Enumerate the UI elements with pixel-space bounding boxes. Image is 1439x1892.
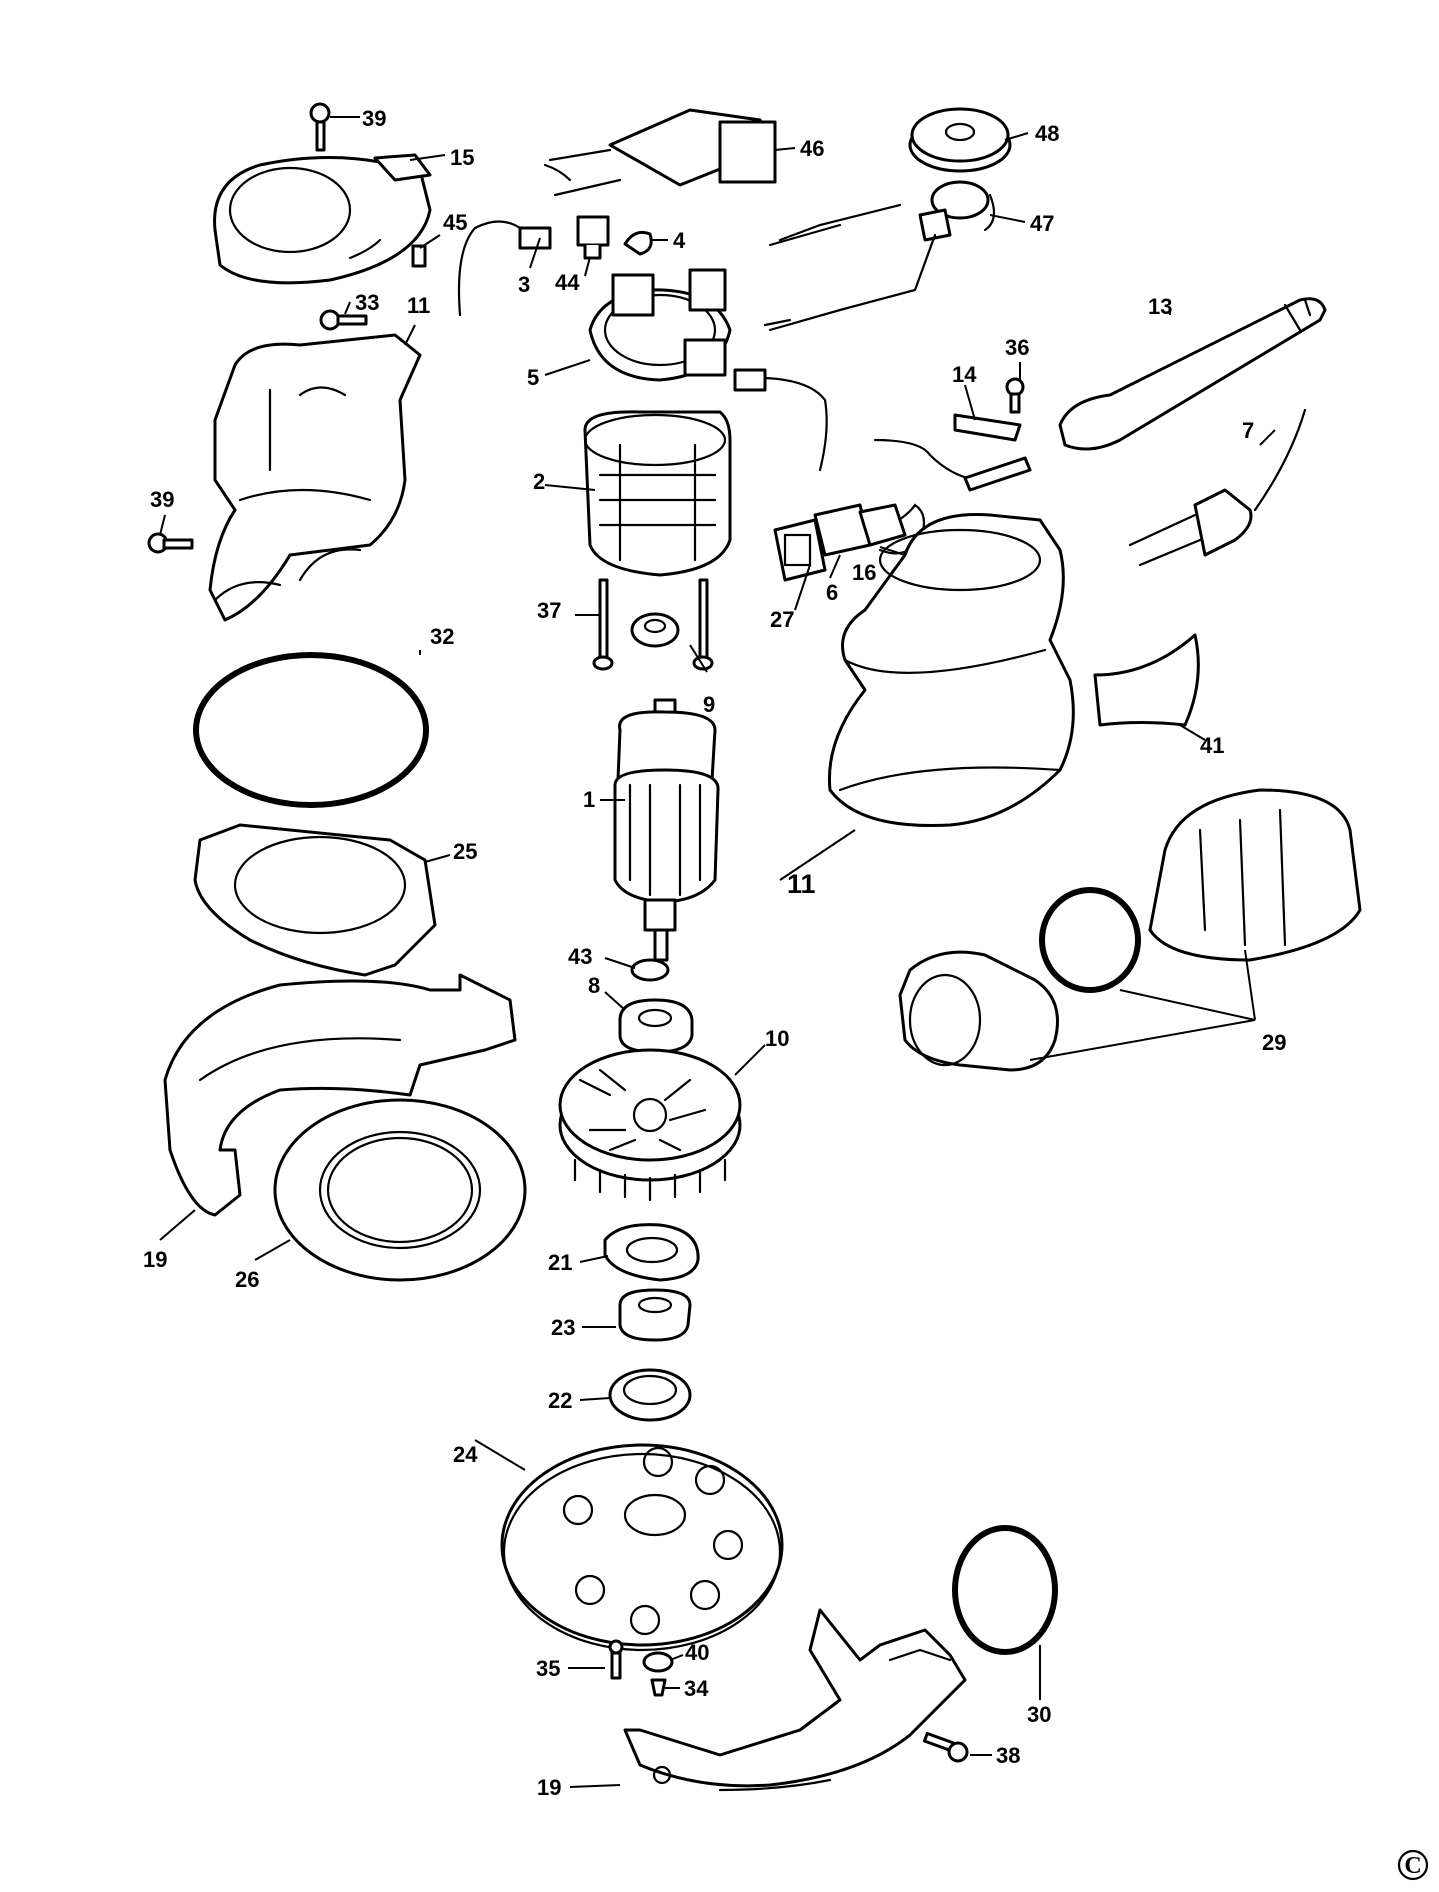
- callout-47: 47: [1030, 211, 1054, 236]
- callout-37: 37: [537, 598, 561, 623]
- copyright-mark: C: [1397, 1849, 1429, 1881]
- callout-39-top: 39: [362, 106, 386, 131]
- part-switch-assembly-47: [763, 180, 996, 332]
- part-field-stator-2: [583, 410, 732, 577]
- part-fan-10: [558, 1048, 742, 1202]
- callout-6: 6: [826, 580, 838, 605]
- part-retainer-22: [608, 1368, 692, 1422]
- part-top-cap-15: [213, 153, 432, 285]
- part-housing-11-upper: [208, 333, 422, 622]
- callout-13: 13: [1148, 294, 1172, 319]
- callout-39-left: 39: [150, 487, 174, 512]
- part-cord-clamp-14: [953, 413, 1022, 442]
- callout-8: 8: [588, 973, 600, 998]
- callout-14: 14: [952, 362, 977, 387]
- callout-23: 23: [551, 1315, 575, 1340]
- callout-40: 40: [685, 1640, 709, 1665]
- callout-5: 5: [527, 365, 539, 390]
- callout-11-lower: 11: [787, 869, 816, 899]
- callout-27: 27: [770, 607, 794, 632]
- part-o-ring-32: [193, 652, 429, 808]
- leader-lines: [159, 116, 1276, 1788]
- part-clip-4: [623, 230, 653, 256]
- part-housing-11-lower: [827, 513, 1075, 828]
- callout-33: 33: [355, 290, 379, 315]
- part-clip-44: [576, 215, 610, 260]
- part-screw-39-left: [147, 532, 194, 554]
- part-shroud-19-upper: [163, 973, 517, 1217]
- callout-46: 46: [800, 136, 824, 161]
- part-screw-36: [1005, 377, 1025, 414]
- part-bearing-9: [630, 612, 680, 648]
- callout-45: 45: [443, 210, 467, 235]
- part-label-41: [1093, 633, 1200, 727]
- part-circuit-board-46: [543, 108, 777, 197]
- callout-38: 38: [996, 1743, 1020, 1768]
- callout-30: 30: [1027, 1702, 1051, 1727]
- callout-34: 34: [684, 1676, 709, 1701]
- copyright-letter: C: [1404, 1853, 1421, 1879]
- callout-10: 10: [765, 1026, 789, 1051]
- callout-22: 22: [548, 1388, 572, 1413]
- part-wire-harness: [873, 438, 1032, 492]
- part-brush-holder-5: [588, 268, 732, 382]
- callout-labels: 39 15 45 3 44 4 46 48 47 33 11 5 13 36 1…: [143, 106, 1286, 1800]
- callout-4: 4: [673, 228, 686, 253]
- callout-32: 32: [430, 624, 454, 649]
- part-dust-port-29: [898, 788, 1362, 1072]
- part-cord-guard-13: [1058, 297, 1327, 451]
- part-screw-38: [922, 1731, 969, 1763]
- callout-9: 9: [703, 692, 715, 717]
- callout-44: 44: [555, 270, 580, 295]
- callout-11-upper: 11: [407, 293, 430, 318]
- callout-29: 29: [1262, 1030, 1286, 1055]
- part-pin-45: [411, 244, 427, 268]
- part-screw-39-top: [309, 102, 331, 152]
- part-flange-21: [603, 1223, 700, 1282]
- part-brush-right: [733, 368, 828, 472]
- callout-16: 16: [852, 560, 876, 585]
- callout-2: 2: [533, 469, 545, 494]
- part-seal-ring-26: [273, 1098, 527, 1282]
- part-o-ring-30: [952, 1525, 1058, 1655]
- part-screw-34: [650, 1678, 667, 1697]
- part-bearing-8: [618, 998, 694, 1054]
- part-power-plug-7: [1128, 408, 1307, 567]
- part-screw-33: [319, 309, 368, 331]
- callout-15: 15: [450, 145, 474, 170]
- part-bearing-23: [618, 1288, 692, 1342]
- callout-7: 7: [1242, 418, 1254, 443]
- callout-21: 21: [548, 1250, 572, 1275]
- callout-24: 24: [453, 1442, 478, 1467]
- callout-3: 3: [518, 272, 530, 297]
- callout-19-upper: 19: [143, 1247, 167, 1272]
- callout-41: 41: [1200, 733, 1224, 758]
- part-brush-3: [457, 220, 552, 317]
- part-baffle-25: [193, 823, 437, 977]
- callout-26: 26: [235, 1267, 259, 1292]
- part-dial-knob-48: [908, 107, 1012, 173]
- part-switch-cover-27: [773, 518, 827, 582]
- callout-35: 35: [536, 1656, 560, 1681]
- callout-1: 1: [583, 787, 595, 812]
- callout-19-lower: 19: [537, 1775, 561, 1800]
- callout-36: 36: [1005, 335, 1029, 360]
- part-retaining-ring-43: [630, 958, 670, 982]
- part-washer-40: [642, 1651, 674, 1673]
- callout-43: 43: [568, 944, 592, 969]
- part-shroud-19-lower: [623, 1608, 967, 1792]
- part-screw-35: [608, 1639, 624, 1680]
- part-armature-1: [613, 698, 720, 962]
- part-sanding-pad-24: [500, 1443, 784, 1652]
- callout-25: 25: [453, 839, 477, 864]
- callout-48: 48: [1035, 121, 1059, 146]
- part-switch-6: [813, 503, 907, 557]
